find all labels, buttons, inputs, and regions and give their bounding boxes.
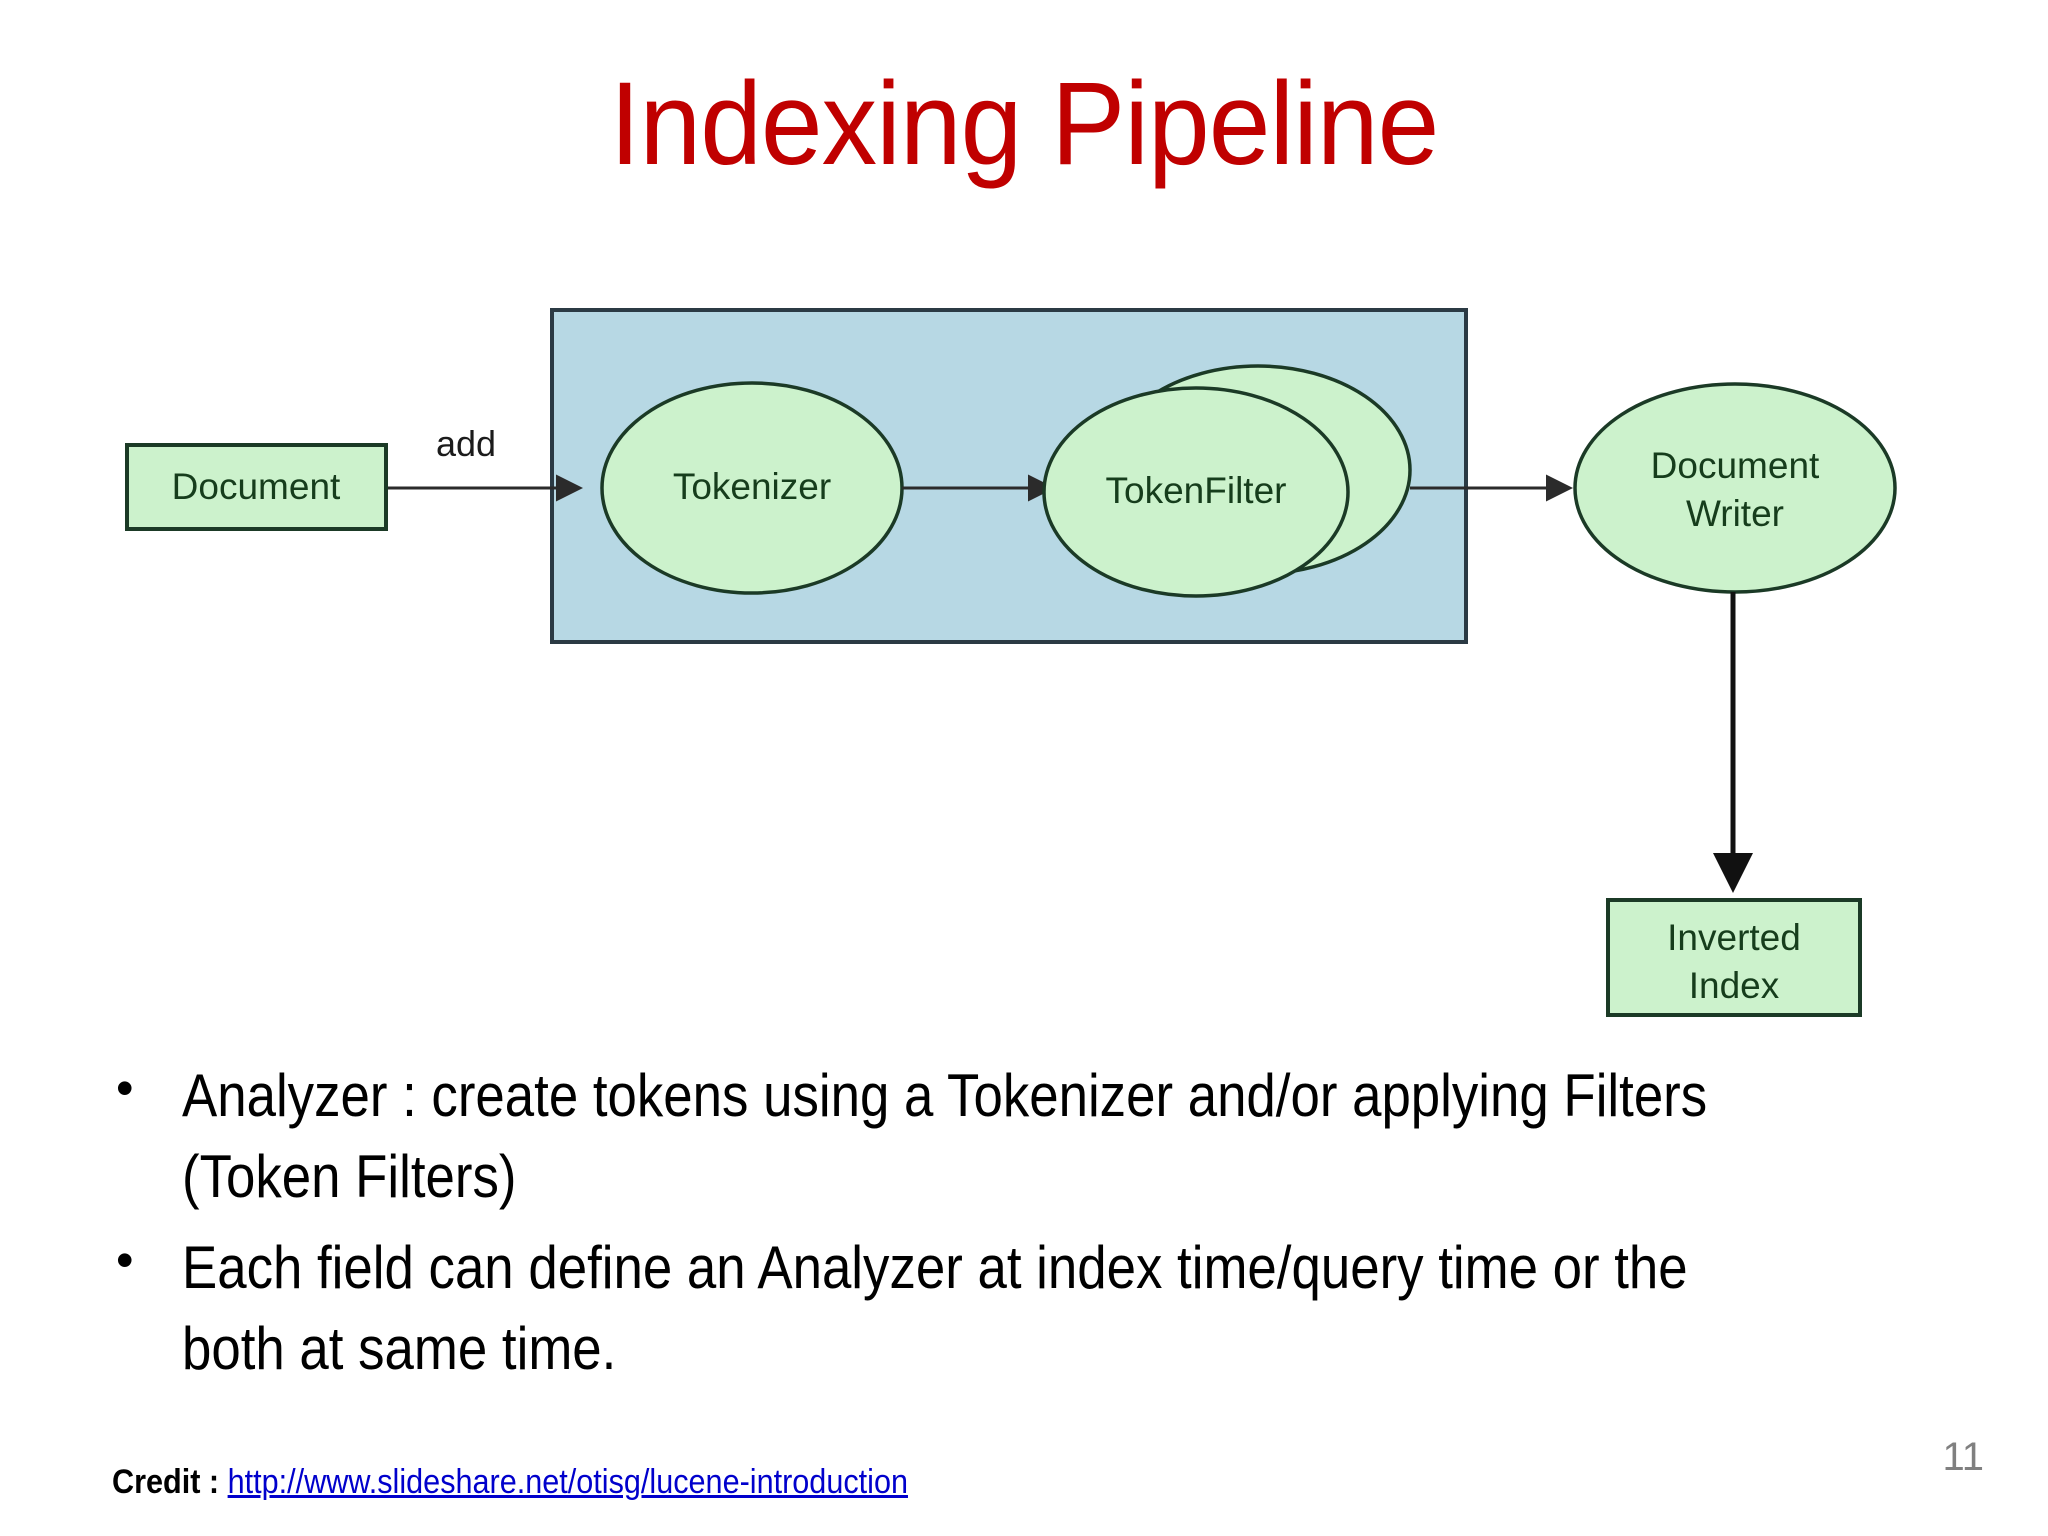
document-writer-node-label-line1: Document [1651,445,1820,486]
list-item: • Analyzer : create tokens using a Token… [110,1055,1990,1217]
bullet-text: Analyzer : create tokens using a Tokeniz… [182,1062,1708,1210]
list-item: • Each field can define an Analyzer at i… [110,1227,1990,1389]
credit-link[interactable]: http://www.slideshare.net/otisg/lucene-i… [227,1463,908,1501]
tokenfilter-node-label: TokenFilter [1106,470,1287,511]
page-title: Indexing Pipeline [609,58,1440,190]
document-writer-node-label-line2: Writer [1686,493,1784,534]
credit-line: Credit : http://www.slideshare.net/otisg… [112,1463,908,1502]
bullet-marker: • [116,1060,134,1116]
bullet-marker: • [116,1232,134,1288]
bullet-list: • Analyzer : create tokens using a Token… [110,1055,1990,1399]
document-node-label: Document [172,466,341,507]
inverted-index-node-label-line1: Inverted [1667,917,1801,958]
bullet-text: Each field can define an Analyzer at ind… [182,1234,1688,1382]
indexing-pipeline-diagram: Document add Tokenizer TokenFilter Docum… [0,280,2048,1040]
credit-label: Credit : [112,1463,220,1501]
edge-add-label: add [436,423,496,464]
inverted-index-node [1606,898,1862,1017]
document-writer-node [1573,382,1897,594]
tokenizer-node-label: Tokenizer [673,466,831,507]
inverted-index-node-label-line2: Index [1689,965,1780,1006]
document-node [125,443,388,531]
tokenfilter-node [1042,386,1350,598]
page-number: 11 [1942,1435,1984,1479]
